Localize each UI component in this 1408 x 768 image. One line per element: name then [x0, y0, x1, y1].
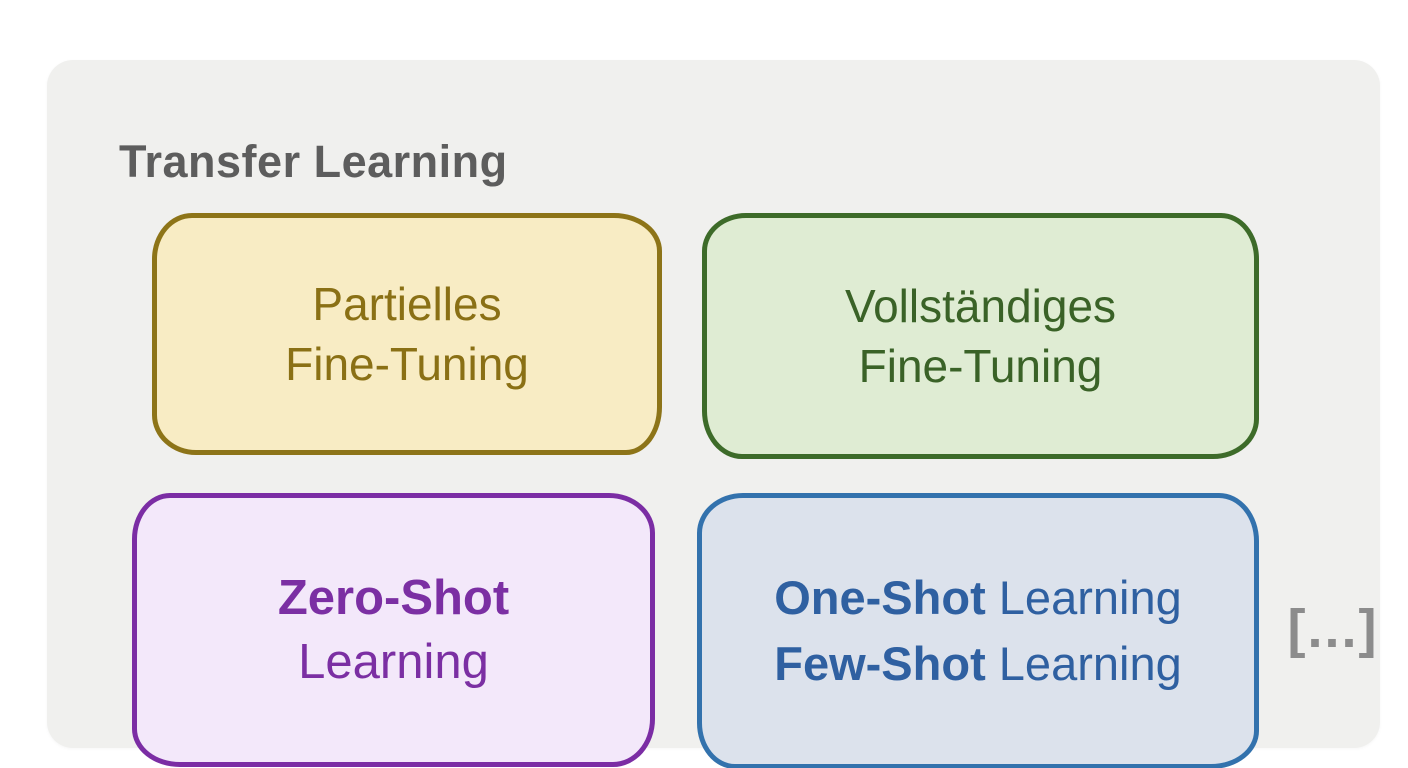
- box-partial-line2: Fine-Tuning: [285, 338, 529, 390]
- box-onefew-line1: One-Shot Learning: [774, 565, 1181, 631]
- one-shot-rest-text: Learning: [998, 571, 1182, 624]
- box-onefew-line2: Few-Shot Learning: [774, 631, 1181, 697]
- box-zero-shot-label: Zero-Shot Learning: [278, 566, 509, 694]
- more-methods-ellipsis: [...]: [1287, 599, 1379, 659]
- box-one-few-shot-label: One-Shot Learning Few-Shot Learning: [774, 565, 1181, 697]
- transfer-learning-panel: Transfer Learning Partielles Fine-Tuning…: [47, 60, 1380, 768]
- box-partial-fine-tuning-label: Partielles Fine-Tuning: [285, 274, 529, 394]
- few-shot-bold-text: Few-Shot: [774, 637, 986, 690]
- box-zero-line1: Zero-Shot: [277, 571, 510, 625]
- box-zero-shot-learning: Zero-Shot Learning: [132, 493, 655, 767]
- box-full-line1: Vollständiges: [844, 280, 1117, 332]
- box-full-line2: Fine-Tuning: [858, 340, 1103, 392]
- panel-title: Transfer Learning: [119, 136, 508, 187]
- few-shot-rest-text: Learning: [998, 637, 1182, 690]
- box-full-fine-tuning: Vollständiges Fine-Tuning: [702, 213, 1259, 459]
- box-zero-line2: Learning: [298, 635, 489, 689]
- box-partial-fine-tuning: Partielles Fine-Tuning: [152, 213, 662, 455]
- box-full-fine-tuning-label: Vollständiges Fine-Tuning: [845, 276, 1116, 396]
- one-shot-bold-text: One-Shot: [774, 571, 986, 624]
- box-partial-line1: Partielles: [312, 278, 502, 330]
- box-one-few-shot-learning: One-Shot Learning Few-Shot Learning: [697, 493, 1259, 768]
